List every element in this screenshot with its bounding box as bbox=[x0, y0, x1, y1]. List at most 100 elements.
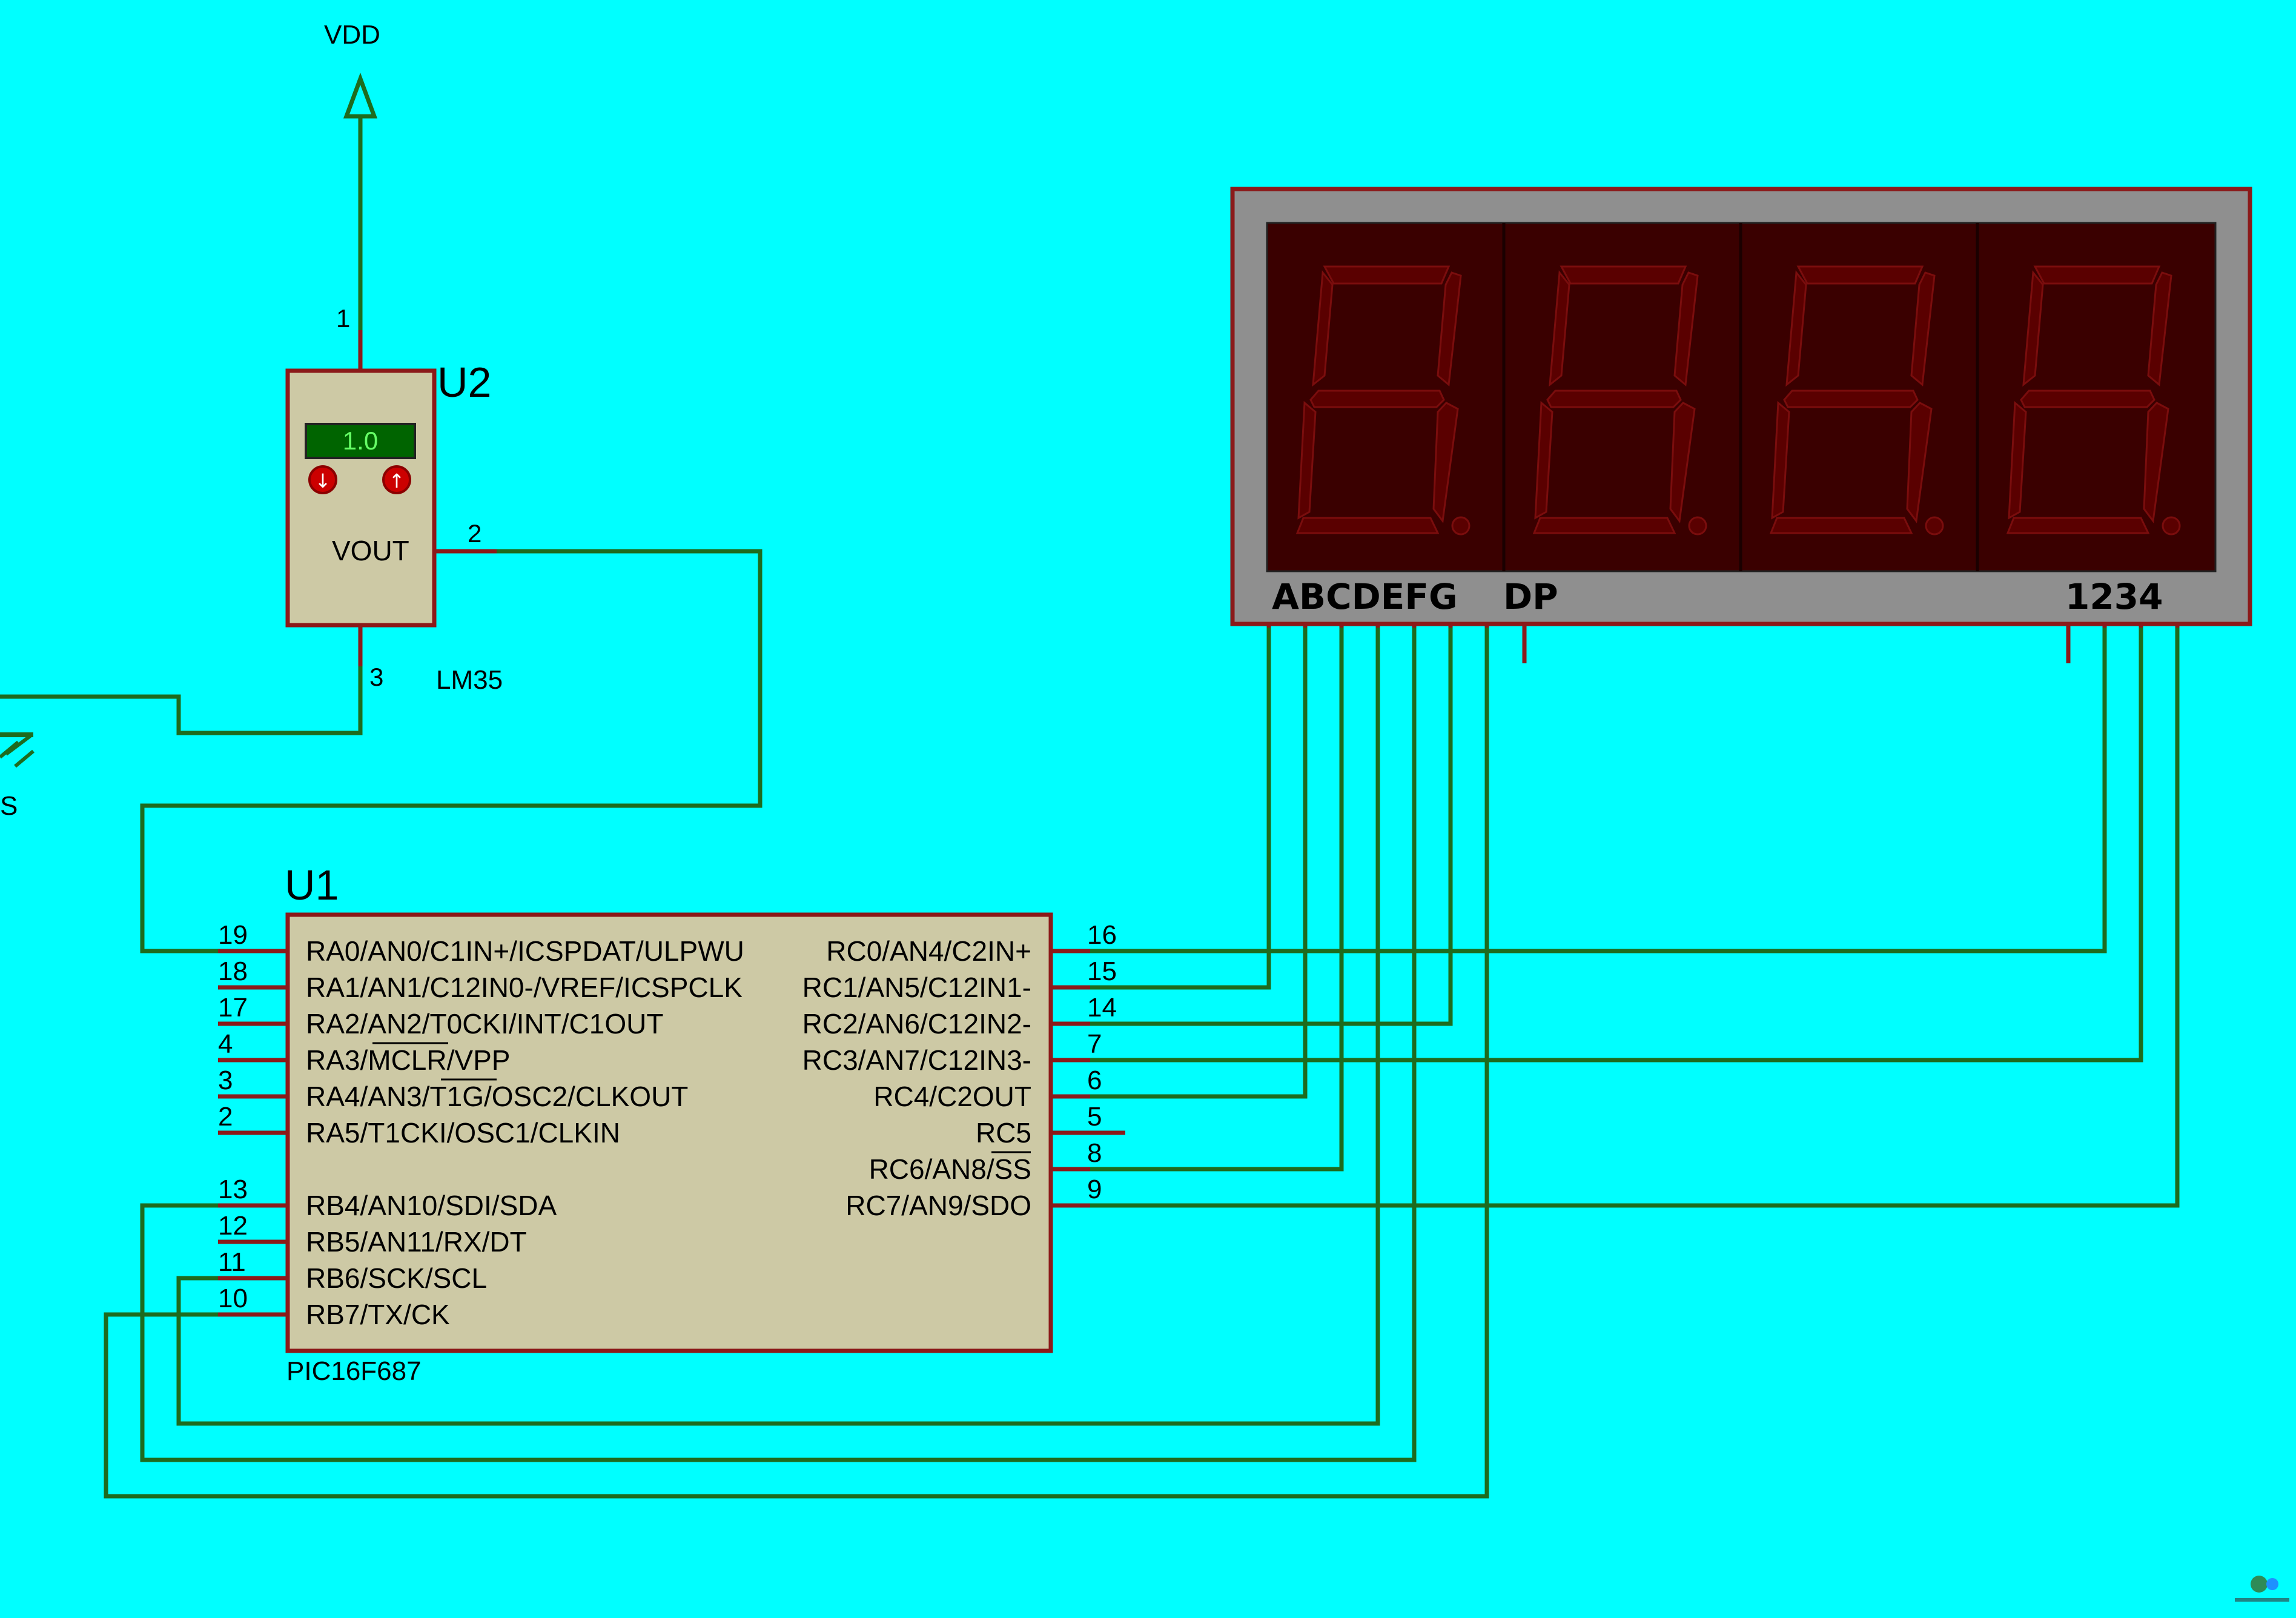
ground-label: S bbox=[0, 791, 18, 821]
u1-ref: U1 bbox=[285, 861, 339, 909]
segment-a bbox=[1323, 265, 1451, 285]
u2-ref: U2 bbox=[437, 359, 491, 406]
wire-rb4 bbox=[140, 627, 1417, 1462]
u1-pin-number: 7 bbox=[1087, 1029, 1102, 1059]
u1-pin-name: RB5/AN11/RX/DT bbox=[306, 1226, 527, 1258]
u2-pin2-num: 2 bbox=[468, 519, 481, 548]
vdd-arrow-icon bbox=[343, 72, 378, 119]
decimal-point bbox=[2162, 516, 2181, 535]
u1-pin-number: 8 bbox=[1087, 1138, 1102, 1168]
segment-c bbox=[1432, 402, 1459, 523]
u1-pin-name: RC0/AN4/C2IN+ bbox=[826, 935, 1031, 967]
temp-down-button[interactable] bbox=[308, 465, 337, 494]
u1-pin-number: 9 bbox=[1087, 1175, 1102, 1204]
segment-b bbox=[1437, 271, 1462, 386]
u1-pin-name: RC6/AN8/SS bbox=[869, 1153, 1031, 1185]
u1-pin-number: 3 bbox=[218, 1066, 233, 1095]
digit-3 bbox=[1739, 223, 1944, 571]
segment-d bbox=[1769, 517, 1913, 534]
segment-b bbox=[1673, 271, 1699, 386]
segment-e bbox=[1771, 400, 1790, 520]
segment-b bbox=[2147, 271, 2172, 386]
digit-pins-label: 1234 bbox=[2065, 576, 2163, 617]
segment-f bbox=[1785, 270, 1807, 387]
u1-pin-name: RC1/AN5/C12IN1- bbox=[802, 972, 1031, 1003]
u1-pin-name: RA3/MCLR/VPP bbox=[306, 1044, 510, 1076]
u2-pin1-num: 1 bbox=[336, 304, 350, 333]
u2-pin3-num: 3 bbox=[369, 663, 383, 691]
u1-right-pins: 16RC0/AN4/C2IN+15RC1/AN5/C12IN1-14RC2/AN… bbox=[802, 920, 1125, 1221]
ground-symbol: S bbox=[0, 732, 35, 821]
arrow-down-icon: ↓ bbox=[315, 469, 331, 492]
segment-f bbox=[2022, 270, 2044, 387]
segment-g bbox=[1309, 390, 1445, 408]
u1-pin-name: RA5/T1CKI/OSC1/CLKIN bbox=[306, 1117, 620, 1149]
u1-pin-name: RC5 bbox=[976, 1117, 1031, 1149]
segment-c bbox=[1906, 402, 1933, 523]
segment-c bbox=[1669, 402, 1696, 523]
u1-pin-number: 2 bbox=[218, 1102, 233, 1132]
u1-pin-name: RB7/TX/CK bbox=[306, 1299, 450, 1330]
wires bbox=[0, 118, 2180, 1499]
wire-rb6 bbox=[176, 627, 1380, 1426]
u1-pin-number: 4 bbox=[218, 1029, 233, 1059]
segment-pins-label: ABCDEFG bbox=[1272, 576, 1458, 617]
wire-vout-ra0 bbox=[140, 549, 763, 953]
u1-part: PIC16F687 bbox=[286, 1356, 422, 1386]
segment-c bbox=[2143, 402, 2169, 523]
u1-pin-name: RA2/AN2/T0CKI/INT/C1OUT bbox=[306, 1008, 663, 1039]
u1-pin-number: 10 bbox=[218, 1284, 248, 1313]
seven-segment-display: ABCDEFG DP 1234 bbox=[1230, 187, 2252, 663]
u1-pin-number: 13 bbox=[218, 1175, 248, 1204]
wire-rb7 bbox=[104, 627, 1489, 1499]
u1-pin-number: 5 bbox=[1087, 1102, 1102, 1132]
u1-pin-number: 15 bbox=[1087, 957, 1117, 986]
vdd-terminal: VDD bbox=[324, 20, 380, 119]
segment-a bbox=[1560, 265, 1687, 285]
u1-pin-number: 17 bbox=[218, 993, 248, 1023]
wire-rc3 bbox=[1051, 627, 2143, 1063]
display-digits bbox=[1295, 223, 2181, 571]
segment-e bbox=[1297, 400, 1317, 520]
u1-body bbox=[285, 912, 1053, 1353]
display-pins bbox=[1266, 624, 2180, 663]
u1-pin-name: RA0/AN0/C1IN+/ICSPDAT/ULPWU bbox=[306, 935, 744, 967]
segment-a bbox=[1796, 265, 1924, 285]
u2-body bbox=[285, 368, 437, 628]
u1-pin-number: 18 bbox=[218, 957, 248, 986]
segment-d bbox=[1295, 517, 1440, 534]
wire-rc7 bbox=[1051, 627, 2180, 1208]
u1-pin-name: RA1/AN1/C12IN0-/VREF/ICSPCLK bbox=[306, 972, 743, 1003]
watermark-logo bbox=[2235, 1576, 2289, 1602]
wire-rc0 bbox=[1051, 627, 2107, 953]
u1-pin-number: 19 bbox=[218, 920, 248, 950]
u1-pin-number: 16 bbox=[1087, 920, 1117, 950]
segment-d bbox=[2006, 517, 2150, 534]
digit-2 bbox=[1502, 223, 1707, 571]
u1-pin-number: 11 bbox=[218, 1247, 246, 1277]
decimal-point bbox=[1925, 516, 1944, 535]
u1-microcontroller: U1 PIC16F687 19RA0/AN0/C1IN+/ICSPDAT/ULP… bbox=[218, 861, 1125, 1386]
wire-gnd bbox=[0, 624, 363, 735]
dp-pin-label: DP bbox=[1503, 576, 1558, 617]
u2-vout-label: VOUT bbox=[332, 535, 409, 566]
u1-pin-number: 6 bbox=[1087, 1066, 1102, 1095]
segment-g bbox=[2020, 390, 2155, 408]
u2-temp-value: 1.0 bbox=[343, 426, 378, 455]
segment-b bbox=[1910, 271, 1936, 386]
wire-rc2 bbox=[1051, 627, 1453, 1026]
decimal-point bbox=[1688, 516, 1707, 535]
segment-d bbox=[1532, 517, 1676, 534]
u1-pin-name: RC7/AN9/SDO bbox=[845, 1190, 1031, 1221]
u2-sensor: 1.0 ↓ ↑ VOUT U2 LM35 1 2 3 bbox=[285, 304, 503, 695]
temp-up-button[interactable] bbox=[382, 465, 411, 494]
wire-rc4 bbox=[1051, 627, 1308, 1099]
wire-rc1 bbox=[1051, 627, 1271, 990]
u1-pin-name: RC2/AN6/C12IN2- bbox=[802, 1008, 1031, 1039]
segment-e bbox=[1534, 400, 1553, 520]
u1-pin-name: RA4/AN3/T1G/OSC2/CLKOUT bbox=[306, 1081, 688, 1112]
digit-1 bbox=[1295, 265, 1471, 535]
segment-f bbox=[1549, 270, 1570, 387]
u2-part: LM35 bbox=[436, 665, 503, 695]
